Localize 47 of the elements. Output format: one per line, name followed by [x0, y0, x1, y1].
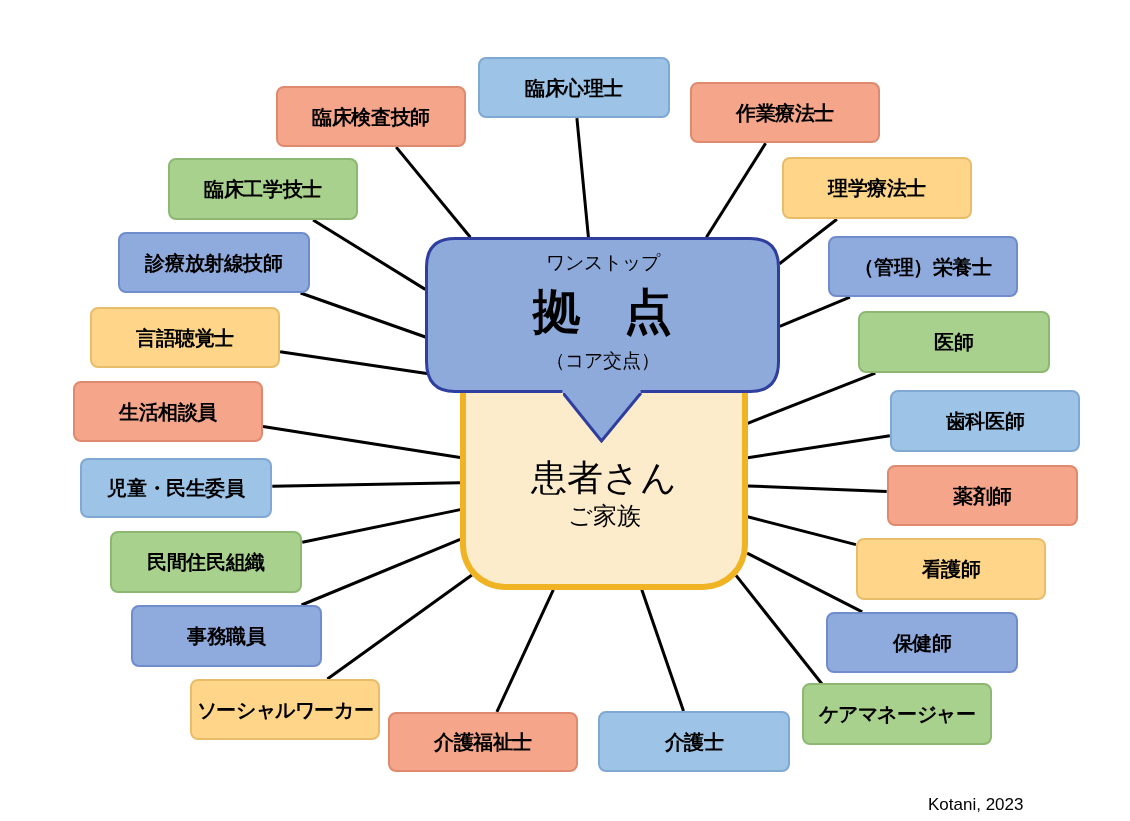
- connector-line: [301, 538, 461, 607]
- role-box: 介護士: [598, 711, 790, 772]
- connector-line: [495, 589, 555, 713]
- connector-line: [778, 218, 838, 265]
- role-box: ソーシャルワーカー: [190, 679, 380, 740]
- patient-box: [460, 393, 748, 590]
- connector-line: [395, 146, 472, 239]
- role-box: ケアマネージャー: [802, 683, 992, 745]
- patient-text: 患者さん: [531, 456, 677, 500]
- role-box: 医師: [858, 311, 1050, 373]
- role-box: 生活相談員: [73, 381, 263, 442]
- role-box: 診療放射線技師: [118, 232, 310, 293]
- role-box: 理学療法士: [782, 157, 972, 219]
- connector-line: [279, 350, 429, 376]
- role-box: （管理）栄養士: [828, 236, 1018, 297]
- connector-line: [640, 589, 685, 712]
- patient-text: ご家族: [567, 501, 641, 532]
- citation-note: Kotani, 2023: [928, 794, 1024, 816]
- role-box: 臨床検査技師: [276, 86, 466, 147]
- connector-line: [575, 117, 590, 238]
- role-box: 言語聴覚士: [90, 307, 280, 368]
- connector-line: [747, 484, 887, 494]
- hub-text: 拠点: [531, 282, 716, 341]
- role-box: 保健師: [826, 612, 1018, 673]
- connector-line: [312, 218, 427, 291]
- role-box: 臨床工学技士: [168, 158, 358, 220]
- hub-text: （コア交点）: [545, 348, 660, 373]
- connector-line: [272, 481, 461, 488]
- role-box: 看護師: [856, 538, 1046, 600]
- connector-line: [262, 424, 461, 459]
- role-box: 薬剤師: [887, 465, 1078, 526]
- connector-line: [779, 295, 851, 328]
- role-box: 事務職員: [131, 605, 322, 667]
- connector-line: [326, 573, 473, 681]
- role-box: 児童・民生委員: [80, 458, 272, 518]
- hub-text: ワンストップ: [545, 250, 660, 275]
- connector-line: [300, 291, 426, 339]
- connector-line: [747, 515, 857, 547]
- role-box: 歯科医師: [890, 390, 1080, 452]
- role-box: 作業療法士: [690, 82, 880, 143]
- connector-line: [747, 434, 891, 460]
- role-box: 介護福祉士: [388, 712, 578, 772]
- connector-line: [705, 142, 767, 239]
- role-box: 臨床心理士: [478, 57, 670, 118]
- connector-line: [734, 574, 824, 685]
- role-box: 民間住民組織: [110, 531, 302, 593]
- connector-line: [302, 508, 461, 544]
